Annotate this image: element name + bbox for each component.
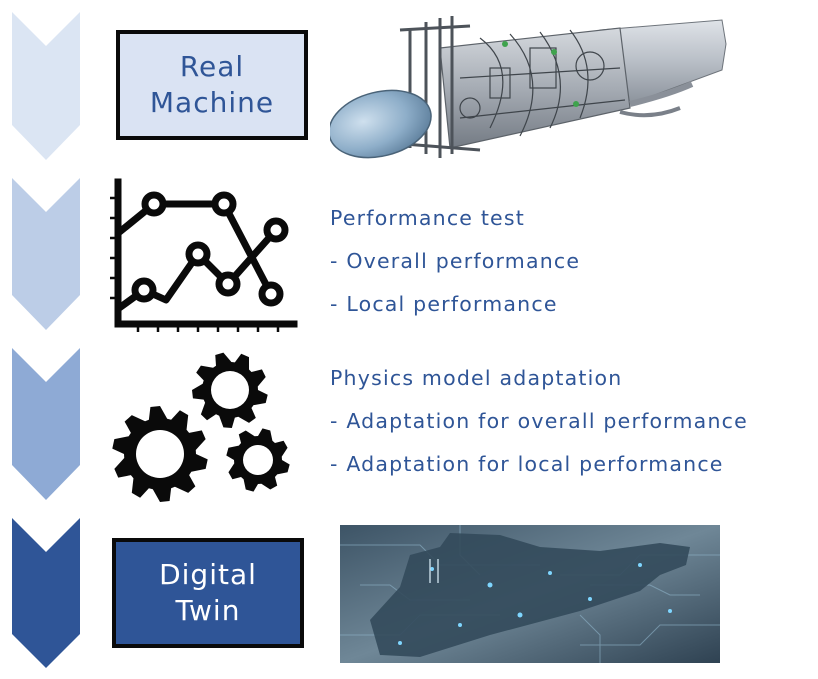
real-machine-box: Real Machine bbox=[116, 30, 308, 140]
digital-twin-box: Digital Twin bbox=[112, 538, 304, 648]
chevron-step-2 bbox=[12, 178, 80, 330]
chevron-step-1 bbox=[12, 12, 80, 160]
digital-twin-engine-image bbox=[340, 525, 720, 663]
chevron-step-4 bbox=[12, 518, 80, 668]
chevron-step-3 bbox=[12, 348, 80, 500]
physics-model-item-1: - Adaptation for overall performance bbox=[330, 409, 748, 433]
real-machine-label: Real Machine bbox=[149, 50, 275, 119]
digital-twin-label: Digital Twin bbox=[159, 558, 257, 627]
flow-chevrons bbox=[12, 12, 80, 668]
line-chart-icon bbox=[110, 178, 298, 332]
physics-model-item-2: - Adaptation for local performance bbox=[330, 452, 724, 476]
gas-turbine-engine-image bbox=[330, 8, 732, 160]
performance-test-item-1: - Overall performance bbox=[330, 249, 581, 273]
performance-test-heading: Performance test bbox=[330, 206, 525, 230]
physics-model-heading: Physics model adaptation bbox=[330, 366, 623, 390]
performance-test-item-2: - Local performance bbox=[330, 292, 558, 316]
gears-icon bbox=[112, 352, 290, 502]
